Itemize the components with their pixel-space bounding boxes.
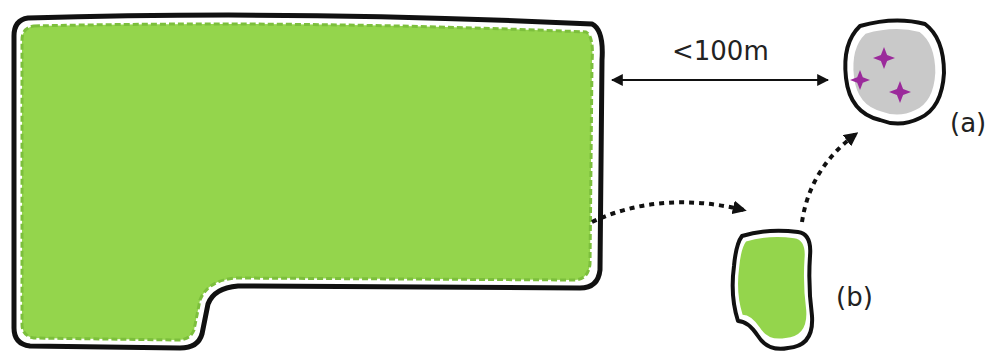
dispersal-arrow [592, 202, 744, 222]
dispersal-arrow [802, 134, 856, 222]
degraded-patch: (a) [840, 18, 946, 130]
large-habitat-fill [22, 24, 592, 340]
large-habitat-patch [14, 15, 602, 348]
patch-label: (a) [950, 110, 986, 136]
dimension-line [612, 79, 828, 81]
patch-label: (b) [836, 284, 873, 310]
patch-outline [840, 18, 946, 130]
dimension-label: <100m [669, 38, 772, 64]
stepping-stone-patch: (b) [728, 226, 812, 352]
patch-outline [728, 226, 812, 352]
